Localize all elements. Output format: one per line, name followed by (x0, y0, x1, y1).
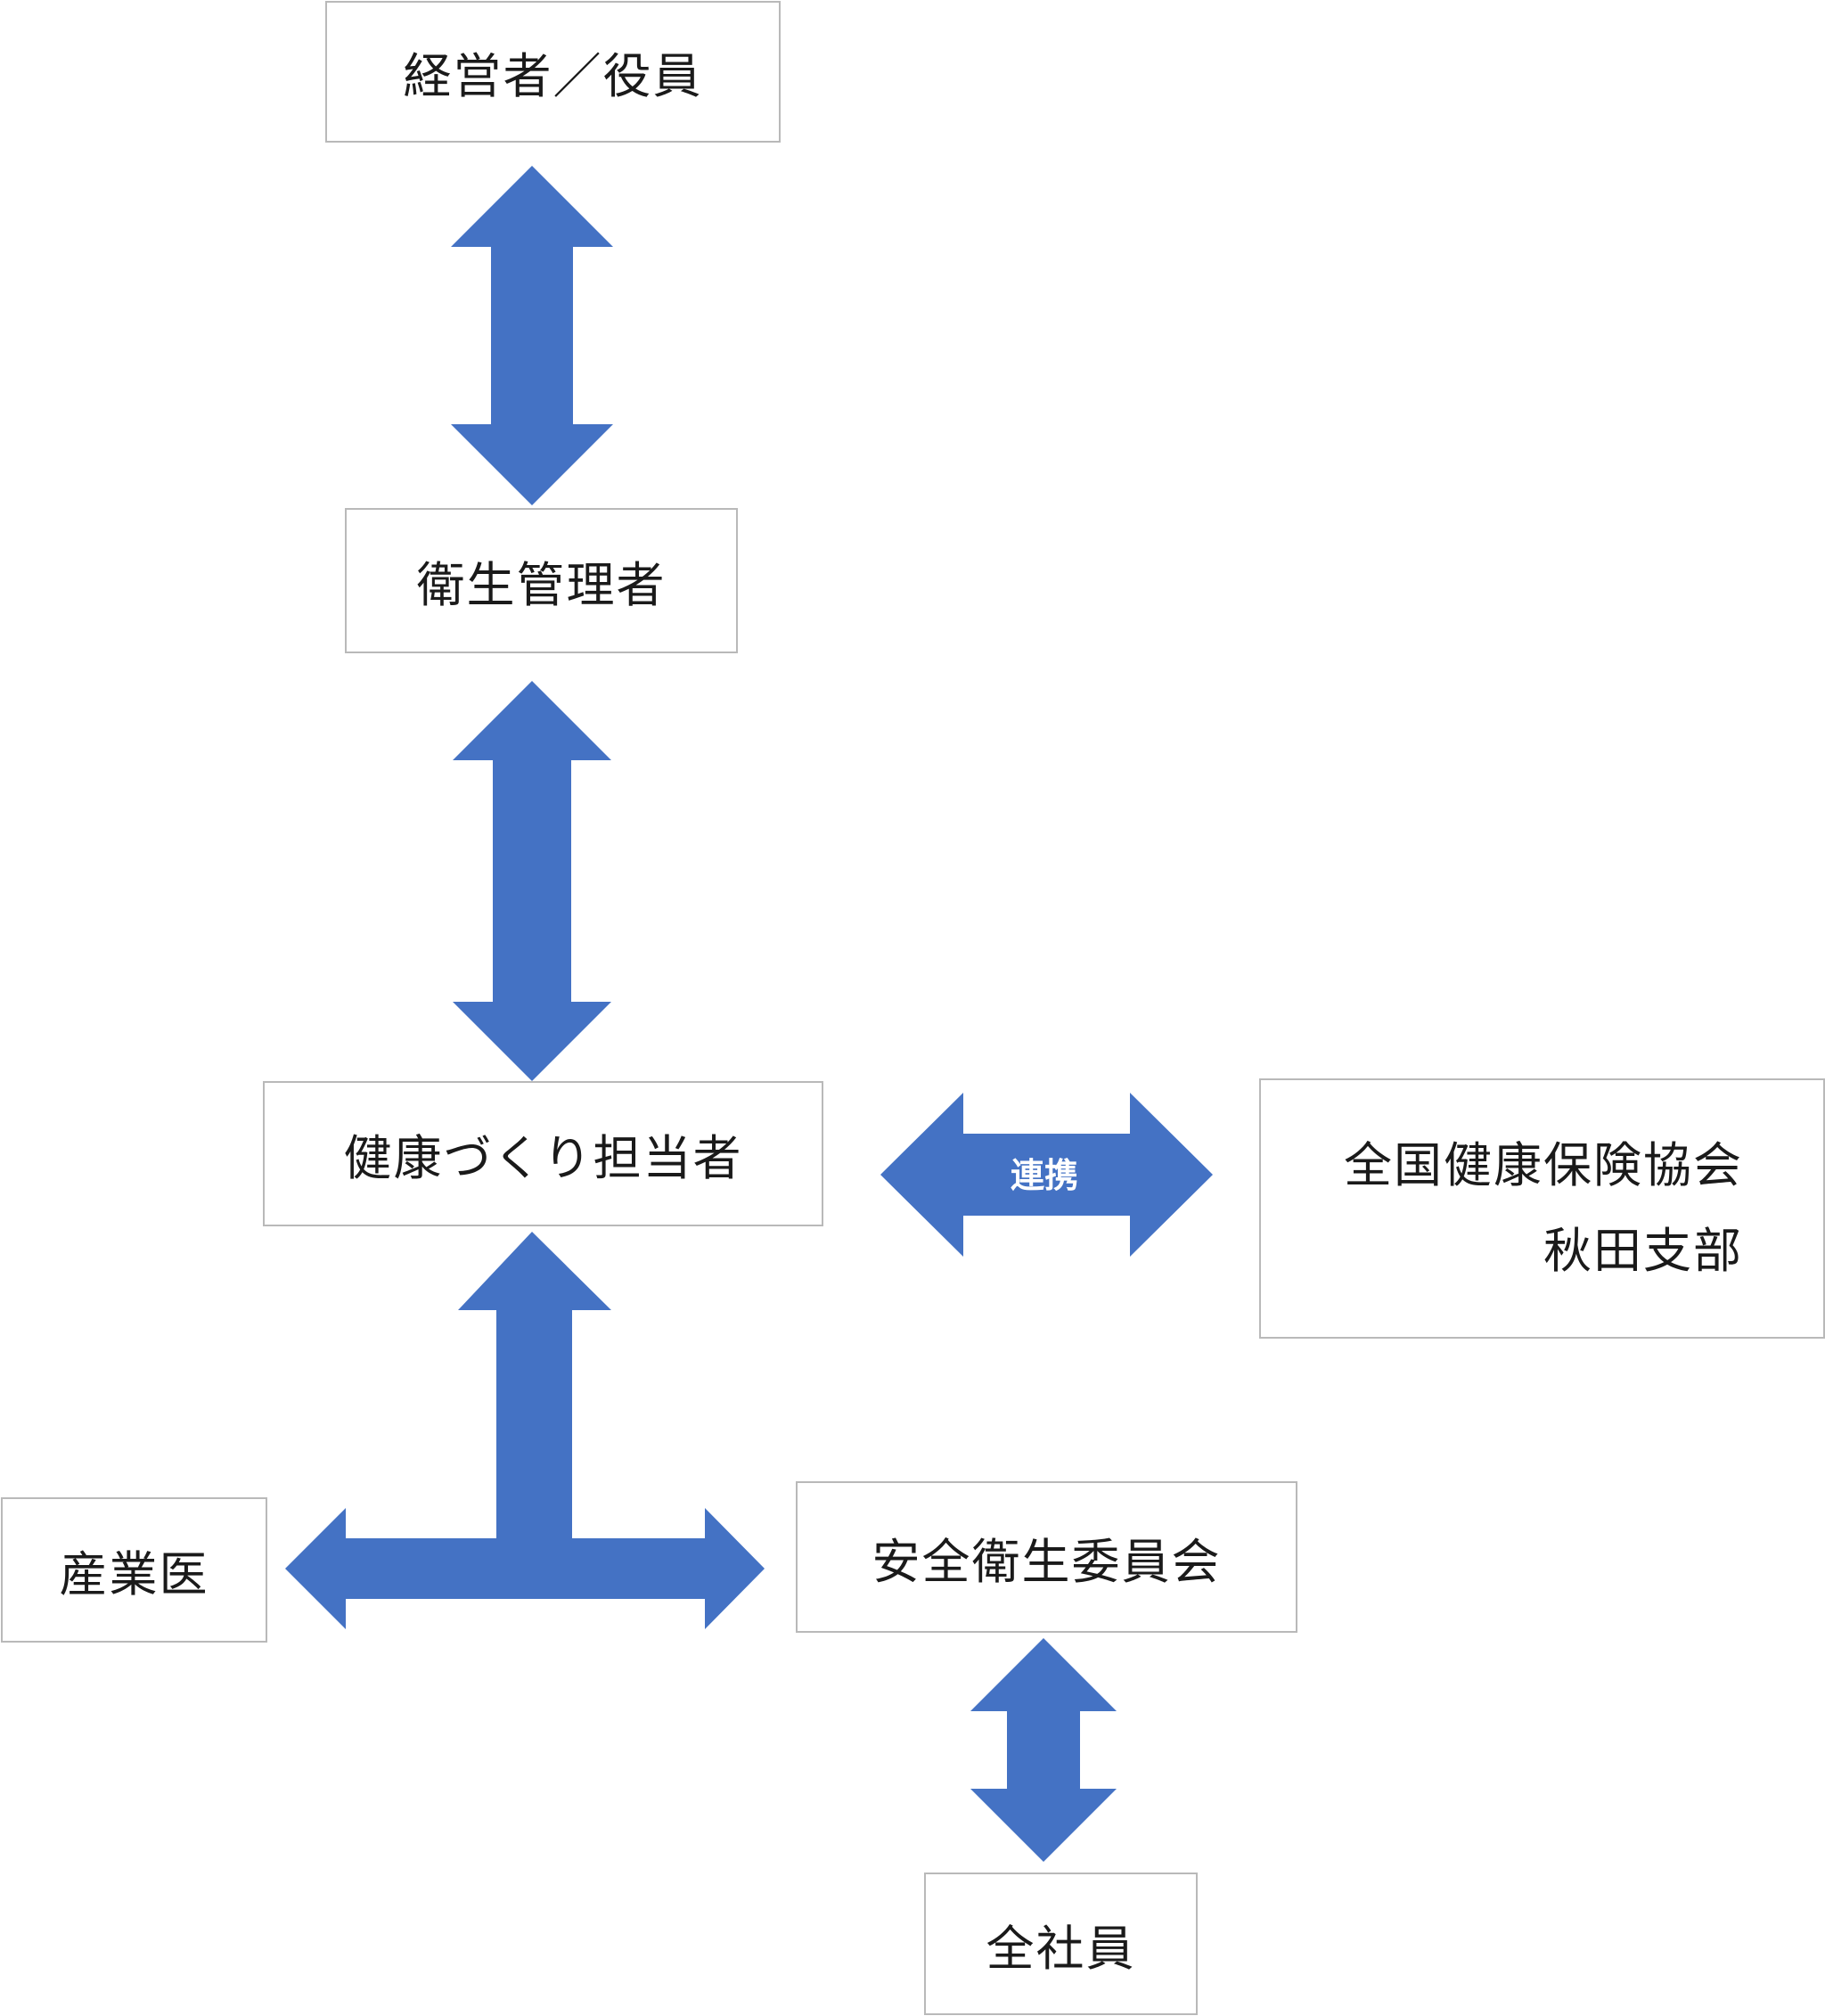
node-industrial-physician-label: 産業医 (59, 1546, 209, 1602)
collaboration-label: 連携 (1011, 1156, 1078, 1195)
node-kyokai-line2: 秋田支部 (1543, 1223, 1743, 1279)
arrow-collaboration (880, 1093, 1213, 1257)
node-executives: 経営者／役員 (325, 1, 781, 143)
arrow-health-manager-promotion-officer (453, 681, 611, 1081)
node-health-manager-label: 衛生管理者 (416, 557, 667, 613)
arrow-executives-health-manager (451, 166, 613, 505)
node-health-promotion-officer-label: 健康づくり担当者 (343, 1130, 743, 1186)
arrow-committee-all-employees (970, 1638, 1117, 1862)
node-all-employees-label: 全社員 (986, 1920, 1136, 1977)
node-safety-health-committee-label: 安全衛生委員会 (872, 1533, 1222, 1590)
node-health-promotion-officer: 健康づくり担当者 (263, 1081, 823, 1226)
node-industrial-physician: 産業医 (1, 1497, 267, 1643)
node-health-manager: 衛生管理者 (345, 508, 738, 653)
node-safety-health-committee: 安全衛生委員会 (796, 1481, 1297, 1633)
arrow-t-junction (285, 1232, 765, 1629)
node-all-employees: 全社員 (924, 1873, 1198, 2015)
node-kyokai-line1: 全国健康保険協会 (1344, 1137, 1743, 1193)
node-executives-label: 経営者／役員 (403, 48, 703, 104)
node-kyokai-akita: 全国健康保険協会 秋田支部 (1259, 1078, 1825, 1339)
